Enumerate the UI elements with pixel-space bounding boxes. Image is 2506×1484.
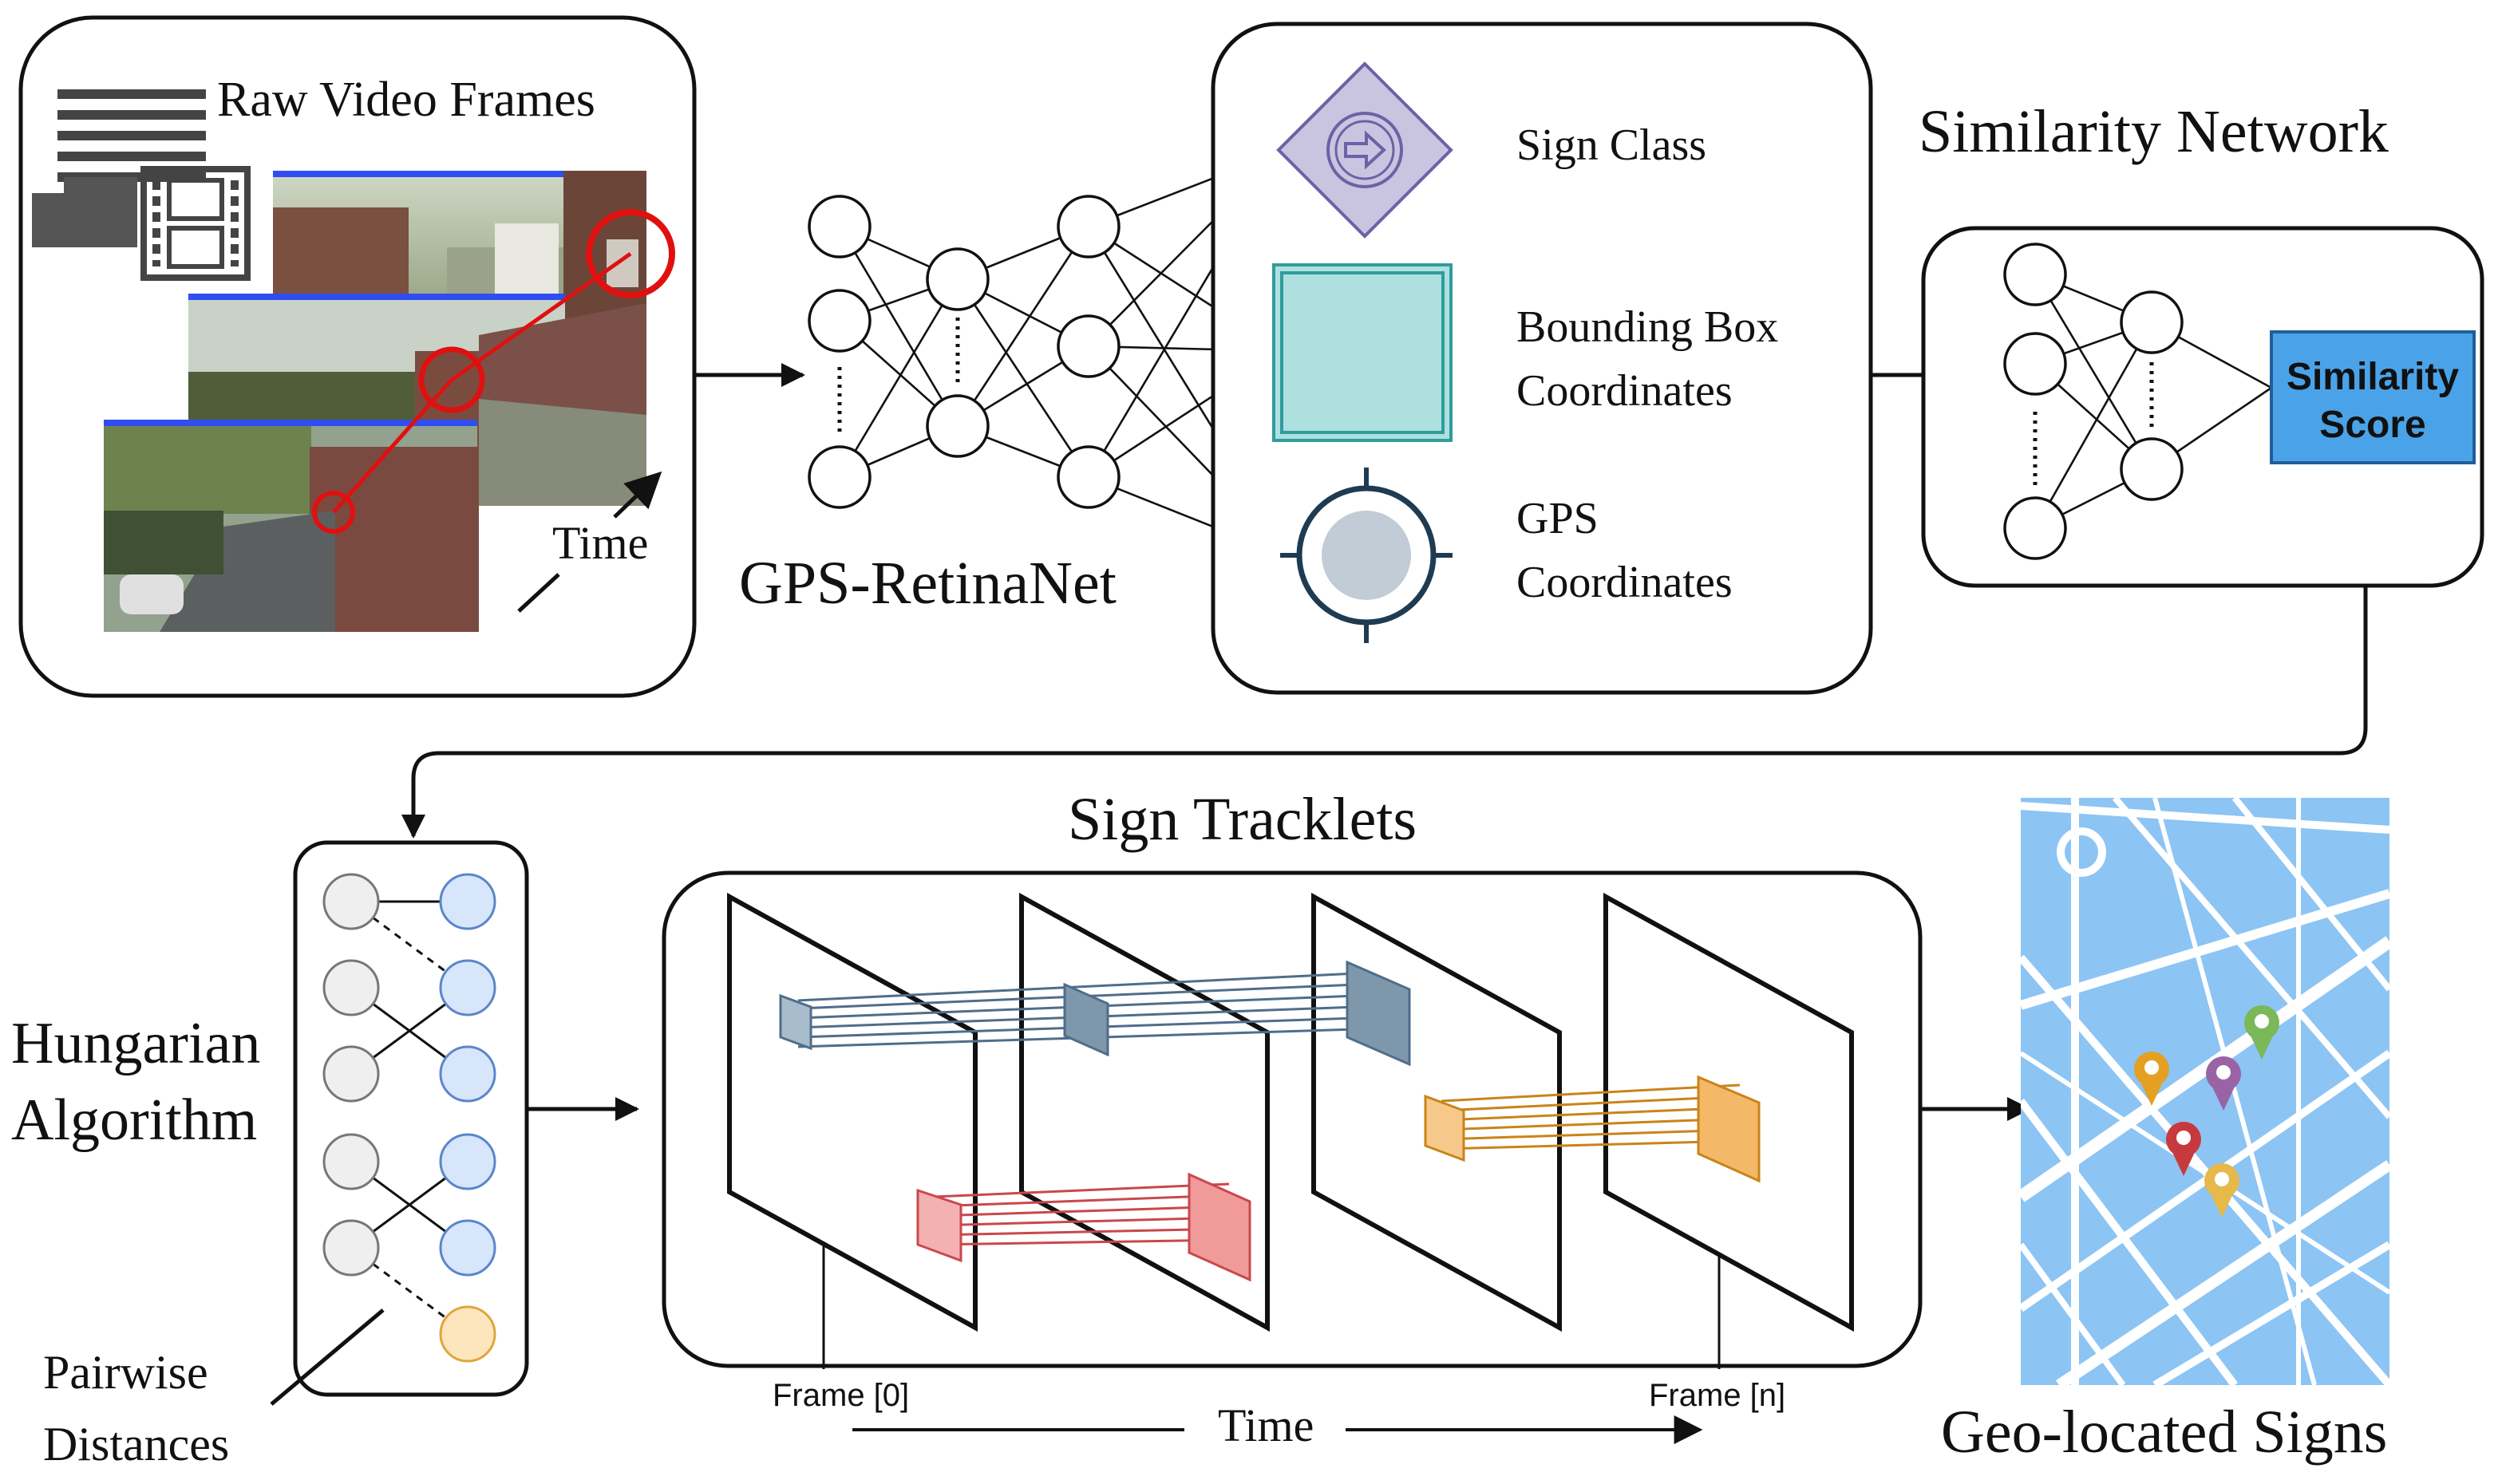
sign-class-icon (1276, 61, 1453, 239)
geo-title: Geo-located Signs (1941, 1399, 2387, 1466)
raw-video-panel: Raw Video Frames (18, 15, 697, 698)
pairwise-pointer (270, 1308, 385, 1406)
similarity-title: Similarity Network (1919, 98, 2389, 165)
gps-label-line1: GPS (1516, 494, 1599, 543)
video-icon (140, 166, 251, 281)
blue-tracklet (779, 960, 1411, 1067)
similarity-score-line2: Score (2319, 404, 2425, 446)
bounding-box-label-line1: Bounding Box (1516, 302, 1778, 352)
pairwise-label-line1: Pairwise (43, 1346, 208, 1399)
raw-video-title: Raw Video Frames (217, 73, 595, 127)
pairwise-label-line2: Distances (43, 1418, 229, 1470)
hungarian-panel (293, 840, 529, 1397)
frame-last-label: Frame [n] (1649, 1378, 1785, 1413)
map-pin-icon (2134, 1005, 2279, 1218)
frame-first-label: Frame [0] (773, 1378, 909, 1413)
bounding-box-icon (1272, 263, 1453, 442)
similarity-score-line1: Similarity (2287, 356, 2459, 398)
detector-label: GPS-RetinaNet (739, 550, 1117, 617)
red-tracklet (916, 1172, 1251, 1282)
time-arrow-tail (517, 573, 560, 613)
tracklets-panel (662, 870, 1923, 1369)
detector-network (808, 150, 1295, 560)
bounding-box-label-line2: Coordinates (1516, 366, 1733, 416)
tracklet-time-label: Time (1218, 1399, 1314, 1451)
sign-class-label: Sign Class (1516, 120, 1706, 170)
similarity-score-box (2270, 330, 2476, 464)
tracklets-title: Sign Tracklets (1068, 786, 1417, 853)
hungarian-title-line2: Algorithm (11, 1087, 257, 1153)
raw-video-time-label: Time (552, 517, 648, 569)
time-arrow-head (613, 471, 662, 519)
arrow-score-to-hungarian (401, 586, 2368, 839)
gps-target-icon (1280, 468, 1453, 643)
gps-label-line2: Coordinates (1516, 558, 1733, 607)
geo-map (2021, 798, 2389, 1385)
video-frame-front (104, 420, 479, 632)
outputs-panel: Sign Class Bounding Box Coordinates GPS … (1211, 22, 1873, 695)
hungarian-title-line1: Hungarian (11, 1011, 260, 1076)
similarity-panel: Similarity Score (1921, 226, 2484, 588)
detection-track (312, 209, 675, 534)
orange-tracklet (1424, 1075, 1761, 1183)
